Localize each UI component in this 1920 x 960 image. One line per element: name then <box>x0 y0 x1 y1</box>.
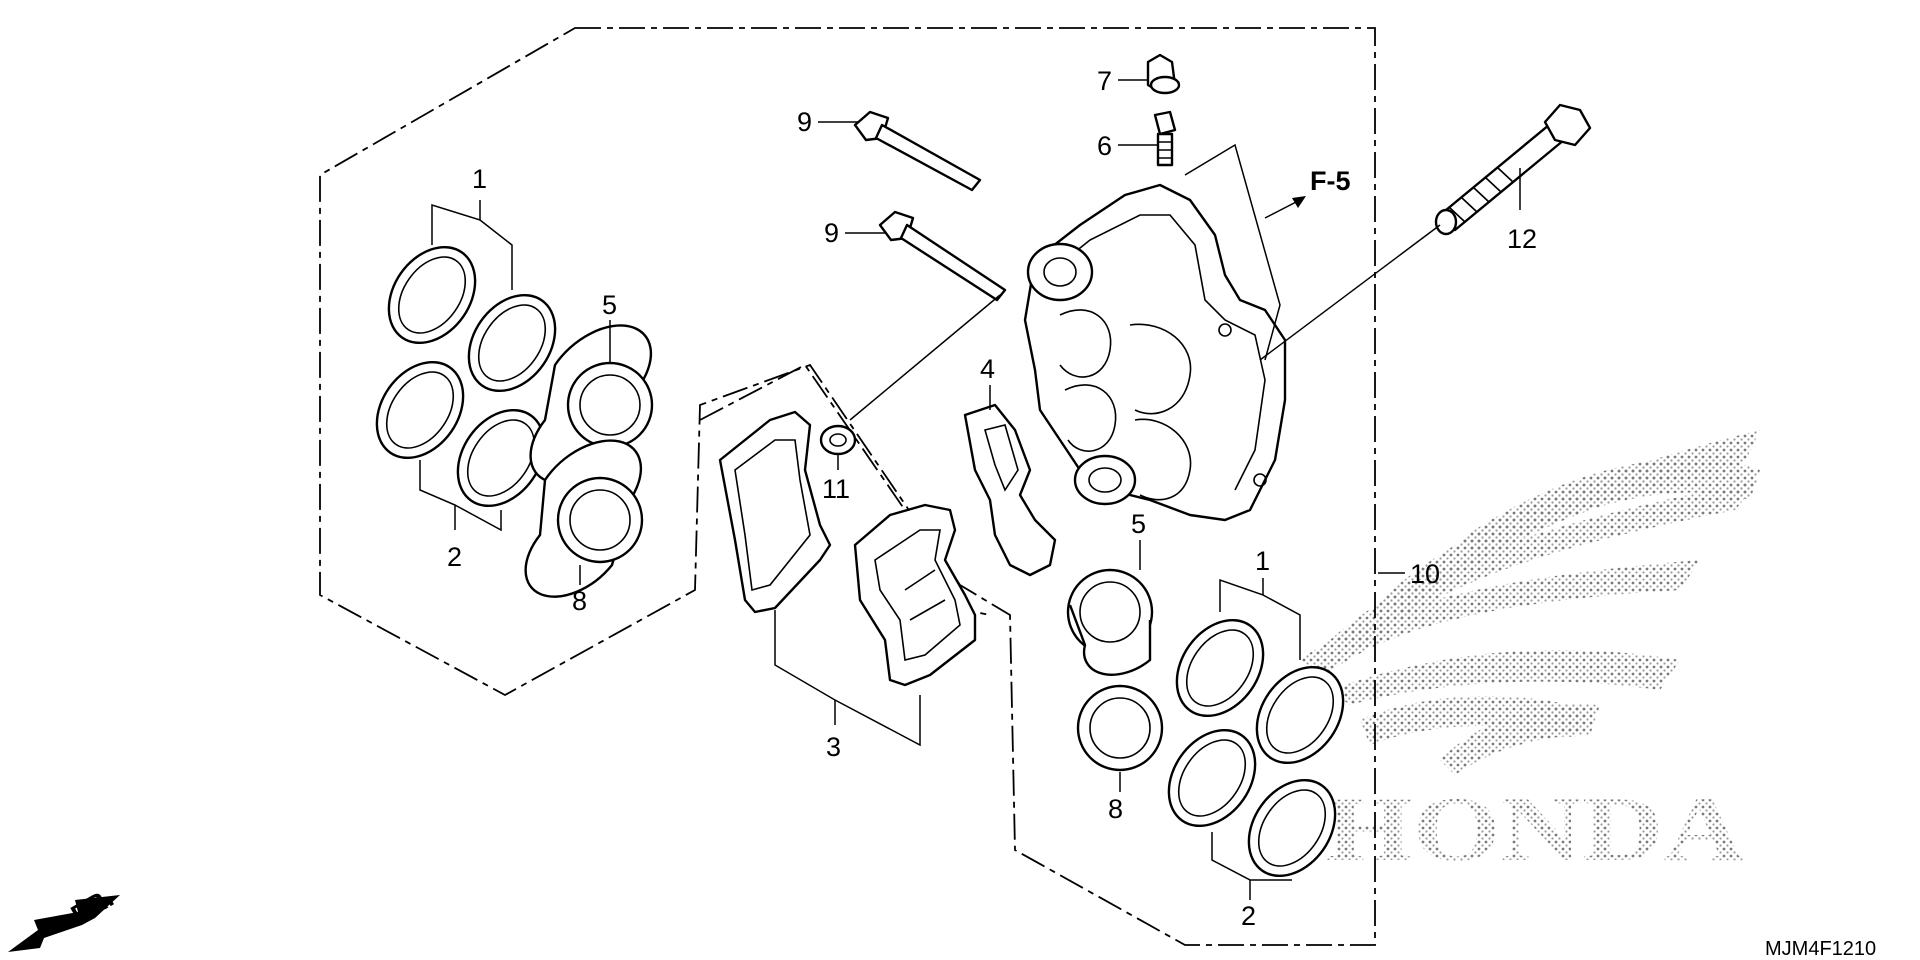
f5-arrowhead <box>1292 196 1306 208</box>
leader-12-caliper <box>1259 224 1441 361</box>
callout-10: 10 <box>1410 559 1440 589</box>
leader-1-right <box>1219 578 1301 660</box>
callout-8-left: 8 <box>572 586 587 616</box>
callout-2-right: 2 <box>1241 901 1256 931</box>
callout-4: 4 <box>980 354 995 384</box>
logo-text: HONDA <box>1325 778 1745 880</box>
reference-f5: F-5 <box>1310 166 1351 196</box>
callout-9-upper: 9 <box>797 107 812 137</box>
callout-9-lower: 9 <box>824 218 839 248</box>
left-seal-2a <box>375 360 465 460</box>
callout-5-left: 5 <box>602 290 617 320</box>
left-piston-8 <box>524 439 644 598</box>
bleeder-cap-7 <box>1146 53 1181 95</box>
right-piston-8 <box>1076 684 1164 772</box>
left-caliper-half-outline <box>319 27 1376 946</box>
right-seal-2b <box>1247 778 1337 878</box>
callout-1-right: 1 <box>1255 546 1270 576</box>
pad-pin-9-lower <box>878 210 1007 302</box>
caliper-body <box>1023 183 1287 522</box>
brake-pad-b <box>853 503 977 687</box>
right-seal-1a <box>1175 618 1265 718</box>
pad-spring-4 <box>963 403 1057 577</box>
callout-11: 11 <box>822 474 850 504</box>
leader-2-left <box>419 460 502 532</box>
leader-9-caliper <box>849 294 1001 421</box>
brake-pad-a <box>718 410 832 614</box>
f5-arrow-line <box>1264 199 1301 219</box>
left-seal-1b <box>467 293 557 393</box>
callout-3: 3 <box>826 732 841 762</box>
leader-2-right <box>1211 832 1292 900</box>
right-seal-1b <box>1255 665 1345 765</box>
bleed-screw-6 <box>1153 110 1177 167</box>
callout-8-right: 8 <box>1108 794 1123 824</box>
leader-1-left <box>431 200 513 290</box>
front-direction-arrow <box>8 895 120 952</box>
callout-7: 7 <box>1097 66 1112 96</box>
left-seal-1a <box>387 245 477 345</box>
right-seal-2a <box>1167 728 1257 828</box>
washer-11 <box>819 424 857 456</box>
diagram-code: MJM4F1210 <box>1765 938 1876 960</box>
pad-pin-9-upper <box>853 110 982 192</box>
honda-wing-logo: HONDA <box>1300 430 1760 880</box>
left-seal-2b <box>456 408 546 508</box>
callout-12: 12 <box>1507 224 1537 254</box>
leader-3 <box>774 610 921 747</box>
leader-6-7-caliper <box>1184 143 1281 361</box>
callout-2-left: 2 <box>447 542 462 572</box>
right-piston-5 <box>1066 568 1154 676</box>
callout-6: 6 <box>1097 131 1112 161</box>
callout-5-right: 5 <box>1131 509 1146 539</box>
mounting-bolt-12 <box>1434 103 1592 236</box>
callout-1-left: 1 <box>472 164 487 194</box>
